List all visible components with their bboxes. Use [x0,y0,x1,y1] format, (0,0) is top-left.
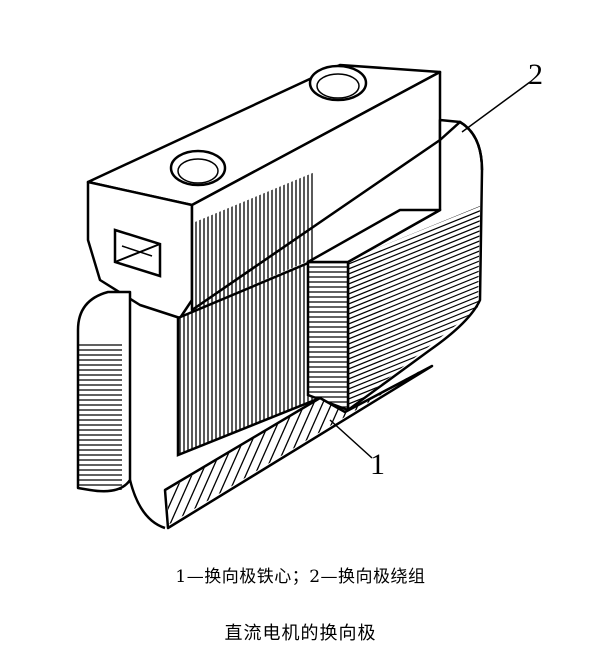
winding-left [76,290,132,493]
leader-line-2 [461,81,531,133]
figure-legend: 1—换向极铁心；2—换向极绕组 [175,567,426,587]
mounting-slot [113,228,162,278]
callout-label-1: 1 [370,448,385,481]
pole-shoe [163,364,434,530]
callout-label-2: 2 [528,58,543,91]
leader-line-1 [329,419,373,459]
bolt-hole-front [169,149,227,187]
figure-caption: 直流电机的换向极 [224,623,377,644]
bolt-hole-back [308,64,368,102]
commutating-pole-drawing [76,63,531,530]
